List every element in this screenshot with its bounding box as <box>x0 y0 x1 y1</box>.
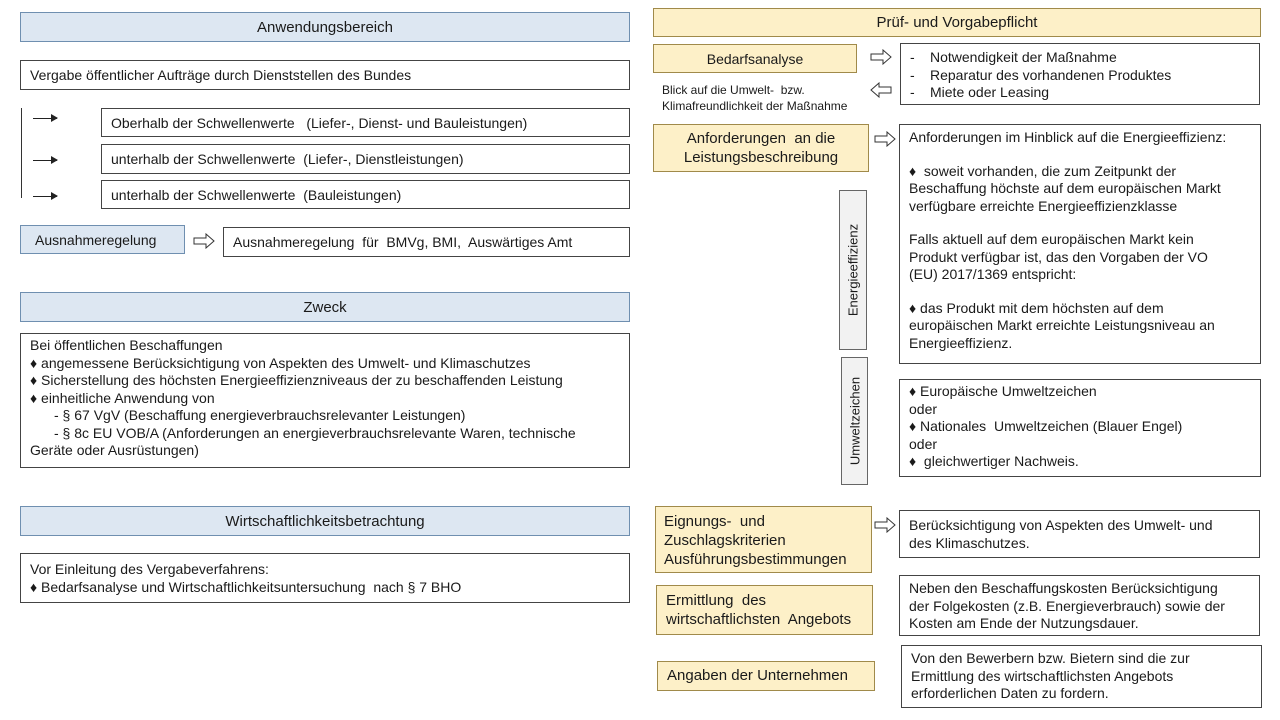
zweck-line: Geräte oder Ausrüstungen) <box>30 442 199 458</box>
energieeffizienz-label: Energieeffizienz <box>839 190 867 350</box>
anforderungen-label: Anforderungen an die Leistungsbeschreibu… <box>653 124 869 172</box>
zweck-header: Zweck <box>20 292 630 322</box>
zweck-line: ♦ einheitliche Anwendung von <box>30 389 215 406</box>
zweck-line: ♦ angemessene Berücksichtigung von Aspek… <box>30 354 531 371</box>
umwelt-line: ♦ gleichwertiger Nachweis. <box>909 453 1079 469</box>
hollow-arrow-right-icon <box>874 517 896 533</box>
wirtschaftlichkeit-line: ♦ Bedarfsanalyse und Wirtschaftlichkeits… <box>30 579 462 595</box>
umwelt-line: ♦ Europäische Umweltzeichen <box>909 383 1097 399</box>
angaben-text-line: erforderlichen Daten zu fordern. <box>911 685 1109 701</box>
eignung-label-line: Eignungs- und <box>664 513 765 530</box>
ermittlung-text-line: Kosten am Ende der Nutzungsdauer. <box>909 615 1139 631</box>
hollow-arrow-right-icon <box>874 131 896 147</box>
angaben-label-text: Angaben der Unternehmen <box>667 667 848 684</box>
energie-line: Falls aktuell auf dem europäischen Markt… <box>909 231 1194 247</box>
ausnahmeregelung-text-box: Ausnahmeregelung für BMVg, BMI, Auswärti… <box>223 227 630 257</box>
arrow-right-icon <box>33 156 58 164</box>
energie-line: (EU) 2017/1369 entspricht: <box>909 266 1077 282</box>
ermittlung-label: Ermittlung des wirtschaftlichsten Angebo… <box>656 585 873 635</box>
ermittlung-label-line: wirtschaftlichsten Angebots <box>666 611 852 628</box>
schwellenwert-item-text: unterhalb der Schwellenwerte (Liefer-, D… <box>111 151 464 167</box>
umwelt-line: oder <box>909 435 938 452</box>
schwellenwert-item-1: Oberhalb der Schwellenwerte (Liefer-, Di… <box>101 108 630 137</box>
wirtschaftlichkeit-title: Wirtschaftlichkeitsbetrachtung <box>225 512 425 530</box>
zweck-line: - § 67 VgV (Beschaffung energieverbrauch… <box>54 407 466 423</box>
energie-line: ♦ soweit vorhanden, die zum Zeitpunkt de… <box>909 162 1177 179</box>
ermittlung-text-box: Neben den Beschaffungskosten Berücksicht… <box>899 575 1260 636</box>
schwellenwert-item-text: unterhalb der Schwellenwerte (Bauleistun… <box>111 186 402 203</box>
ausnahmeregelung-text: Ausnahmeregelung für BMVg, BMI, Auswärti… <box>233 234 573 250</box>
ermittlung-text-line: der Folgekosten (z.B. Energieverbrauch) … <box>909 597 1225 614</box>
eignung-label: Eignungs- und Zuschlagskriterien Ausführ… <box>655 506 872 573</box>
ausnahmeregelung-label: Ausnahmeregelung <box>20 225 185 254</box>
bracket-line <box>21 108 22 198</box>
hollow-arrow-right-icon <box>870 49 892 65</box>
wirtschaftlichkeit-line: Vor Einleitung des Vergabeverfahrens: <box>30 561 269 577</box>
energie-line: Produkt verfügbar ist, das den Vorgaben … <box>909 248 1208 265</box>
vergabe-box: Vergabe öffentlicher Aufträge durch Dien… <box>20 60 630 90</box>
schwellenwert-item-2: unterhalb der Schwellenwerte (Liefer-, D… <box>101 144 630 174</box>
angaben-label: Angaben der Unternehmen <box>657 661 875 691</box>
energieeffizienz-box: Anforderungen im Hinblick auf die Energi… <box>899 124 1261 364</box>
energie-line: europäischen Markt erreichte Leistungsni… <box>909 317 1215 333</box>
bedarfsanalyse-list: Notwendigkeit der Maßnahme Reparatur des… <box>900 43 1260 105</box>
ausnahmeregelung-label-text: Ausnahmeregelung <box>35 231 157 248</box>
energie-line: Anforderungen im Hinblick auf die Energi… <box>909 129 1227 145</box>
energie-line: Beschaffung höchste auf dem europäischen… <box>909 180 1221 196</box>
hollow-arrow-left-icon <box>870 82 892 98</box>
arrow-right-icon <box>33 114 58 122</box>
eignung-text-box: Berücksichtigung von Aspekten des Umwelt… <box>899 510 1260 558</box>
wirtschaftlichkeit-body: Vor Einleitung des Vergabeverfahrens: ♦ … <box>20 553 630 603</box>
wirtschaftlichkeit-header: Wirtschaftlichkeitsbetrachtung <box>20 506 630 536</box>
bedarf-item: Miete oder Leasing <box>910 84 1250 102</box>
umwelt-line: oder <box>909 400 938 417</box>
umweltzeichen-label-text: Umweltzeichen <box>847 376 862 466</box>
blick-text: Blick auf die Umwelt- bzw. Klimafreundli… <box>662 82 872 114</box>
eignung-label-line: Ausführungsbestimmungen <box>664 551 847 568</box>
umweltzeichen-label: Umweltzeichen <box>841 357 868 485</box>
zweck-title: Zweck <box>303 298 347 316</box>
vergabe-text: Vergabe öffentlicher Aufträge durch Dien… <box>30 67 412 83</box>
ermittlung-label-line: Ermittlung des <box>666 592 767 609</box>
hollow-arrow-right-icon <box>193 233 215 249</box>
bedarfsanalyse-label-text: Bedarfsanalyse <box>706 50 804 67</box>
eignung-text-line: Berücksichtigung von Aspekten des Umwelt… <box>909 517 1213 533</box>
zweck-body: Bei öffentlichen Beschaffungen ♦ angemes… <box>20 333 630 468</box>
schwellenwert-item-3: unterhalb der Schwellenwerte (Bauleistun… <box>101 180 630 209</box>
umwelt-line: ♦ Nationales Umweltzeichen (Blauer Engel… <box>909 418 1183 434</box>
anwendungsbereich-header: Anwendungsbereich <box>20 12 630 42</box>
schwellenwert-item-text: Oberhalb der Schwellenwerte (Liefer-, Di… <box>111 114 528 131</box>
arrow-right-icon <box>33 192 58 200</box>
energie-line: Energieeffizienz. <box>909 334 1013 351</box>
anforderungen-label-line: Leistungsbeschreibung <box>683 149 839 166</box>
energieeffizienz-label-text: Energieeffizienz <box>845 223 861 317</box>
energie-line: ♦ das Produkt mit dem höchsten auf dem <box>909 299 1164 316</box>
anforderungen-label-line: Anforderungen an die <box>686 130 836 147</box>
pruef-header: Prüf- und Vorgabepflicht <box>653 8 1261 37</box>
bedarf-item: Reparatur des vorhandenen Produktes <box>910 67 1250 85</box>
angaben-text-box: Von den Bewerbern bzw. Bietern sind die … <box>901 645 1262 708</box>
energie-line: verfügbare erreichte Energieeffizienzkla… <box>909 197 1178 214</box>
anwendungsbereich-title: Anwendungsbereich <box>257 18 393 36</box>
eignung-label-line: Zuschlagskriterien <box>664 532 786 549</box>
angaben-text-line: Von den Bewerbern bzw. Bietern sind die … <box>911 650 1190 666</box>
zweck-line: ♦ Sicherstellung des höchsten Energieeff… <box>30 372 563 388</box>
blick-line: Blick auf die Umwelt- bzw. <box>662 83 805 97</box>
blick-line: Klimafreundlichkeit der Maßnahme <box>662 99 848 113</box>
angaben-text-line: Ermittlung des wirtschaftlichsten Angebo… <box>911 667 1174 684</box>
bedarf-item: Notwendigkeit der Maßnahme <box>910 49 1250 67</box>
umweltzeichen-box: ♦ Europäische Umweltzeichen oder ♦ Natio… <box>899 379 1261 477</box>
eignung-text-line: des Klimaschutzes. <box>909 535 1030 551</box>
ermittlung-text-line: Neben den Beschaffungskosten Berücksicht… <box>909 580 1218 596</box>
zweck-line: Bei öffentlichen Beschaffungen <box>30 337 223 353</box>
bedarfsanalyse-label: Bedarfsanalyse <box>653 44 857 73</box>
pruef-title: Prüf- und Vorgabepflicht <box>876 14 1038 31</box>
zweck-line: - § 8c EU VOB/A (Anforderungen an energi… <box>54 424 576 441</box>
